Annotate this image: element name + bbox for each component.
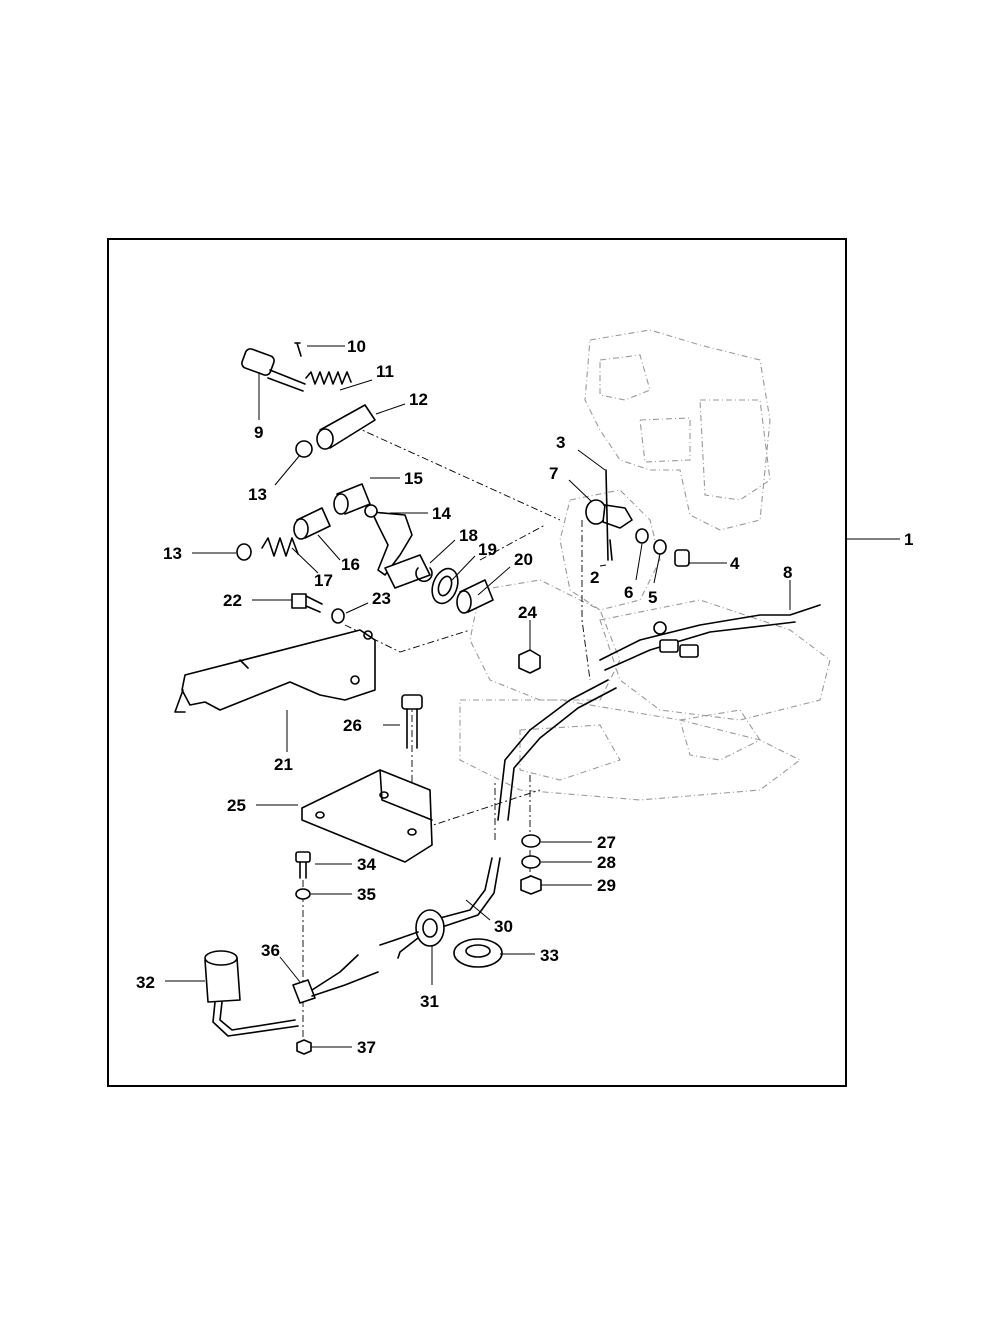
callout-13-upper: 13 (248, 485, 267, 504)
part-8-cable-harness (599, 604, 821, 671)
part-15-pivot (333, 483, 371, 515)
part-12-clevis (316, 404, 376, 450)
part-2-pin (609, 539, 613, 561)
part-13-washer-lower (236, 543, 252, 561)
callout-29: 29 (597, 876, 616, 895)
part-20-sleeve (456, 579, 494, 614)
part-23-washer (331, 608, 345, 624)
leader-lines (165, 345, 900, 1048)
part-35-washer (295, 888, 311, 900)
part-4-bolt (674, 549, 690, 567)
callout-36: 36 (261, 941, 280, 960)
callout-4: 4 (730, 554, 740, 573)
part-17-spring (261, 537, 299, 557)
callout-12: 12 (409, 390, 428, 409)
part-19-bearing (431, 567, 459, 605)
callout-22: 22 (223, 591, 242, 610)
callout-8: 8 (783, 563, 792, 582)
part-9-bolt (241, 348, 306, 392)
part-26-bolt (401, 694, 423, 749)
callout-26: 26 (343, 716, 362, 735)
callout-31: 31 (420, 992, 439, 1011)
part-11-spring (305, 371, 352, 385)
part-3-pin (605, 469, 609, 561)
part-34-bolt (295, 851, 311, 879)
part-28-washer (521, 855, 541, 869)
callout-28: 28 (597, 853, 616, 872)
callout-23: 23 (372, 589, 391, 608)
callout-21: 21 (274, 755, 293, 774)
part-16-bushing (293, 507, 331, 540)
callout-2: 2 (590, 568, 599, 587)
part-37-nut (296, 1039, 312, 1055)
callout-3: 3 (556, 433, 565, 452)
part-36-clamp (292, 954, 379, 1004)
callout-34: 34 (357, 855, 376, 874)
callout-16: 16 (341, 555, 360, 574)
callout-33: 33 (540, 946, 559, 965)
part-22-bolt (291, 593, 323, 613)
callout-25: 25 (227, 796, 246, 815)
callout-30: 30 (494, 917, 513, 936)
diagram-frame (107, 238, 847, 1087)
callout-13-lower: 13 (163, 544, 182, 563)
engine-background-outline (459, 329, 831, 801)
part-29-nut (520, 875, 542, 895)
callout-15: 15 (404, 469, 423, 488)
callout-7: 7 (549, 464, 558, 483)
part-18-clip (415, 567, 433, 583)
part-14-lever (364, 504, 431, 589)
part-13-washer-upper (295, 440, 313, 458)
part-5-washer (653, 539, 667, 555)
callout-1: 1 (904, 530, 913, 549)
callout-18: 18 (459, 526, 478, 545)
callout-10: 10 (347, 337, 366, 356)
part-27-washer (521, 834, 541, 848)
callout-19: 19 (478, 540, 497, 559)
part-6-washer (635, 528, 649, 544)
callout-11: 11 (376, 362, 394, 381)
callout-32: 32 (136, 973, 155, 992)
part-25-plate (301, 769, 433, 863)
part-7-cam (585, 499, 633, 529)
callout-24: 24 (518, 603, 537, 622)
part-32-switch (204, 950, 299, 1037)
part-10-pin (294, 342, 302, 357)
callout-6: 6 (624, 583, 633, 602)
callout-9: 9 (254, 423, 263, 442)
callout-5: 5 (648, 588, 657, 607)
callout-37: 37 (357, 1038, 376, 1057)
callout-35: 35 (357, 885, 376, 904)
callout-14: 14 (432, 504, 451, 523)
callout-27: 27 (597, 833, 616, 852)
part-24-nut (518, 649, 541, 674)
callout-17: 17 (314, 571, 333, 590)
part-21-bracket (174, 629, 376, 713)
callout-labels: 1 2 3 4 5 6 7 8 9 10 11 12 13 13 14 15 1… (136, 337, 913, 1057)
part-33-grommet (453, 938, 503, 968)
part-31-grommet (379, 909, 445, 959)
part-30-cable (439, 679, 617, 927)
callout-20: 20 (514, 550, 533, 569)
